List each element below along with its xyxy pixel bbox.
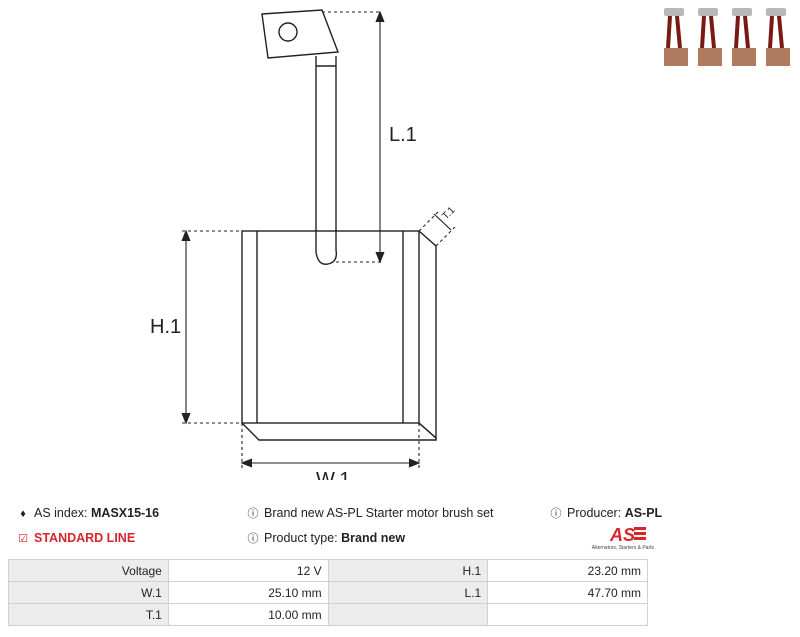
- spec-value: 12 V: [167, 559, 329, 582]
- dim-label-t1: T.1: [440, 205, 458, 223]
- brush-body: [241, 230, 420, 424]
- spec-label: W.1: [8, 581, 169, 604]
- terminal-tab: [261, 9, 339, 59]
- as-index-row: ♦AS index: MASX15-16: [16, 505, 159, 522]
- product-description: Brand new AS-PL Starter motor brush set: [264, 506, 494, 520]
- product-type-value: Brand new: [341, 531, 406, 545]
- line-row: ☑ STANDARD LINE: [16, 530, 135, 547]
- technical-drawing: L.1 H.1 W.1 T.1: [150, 9, 458, 480]
- dim-label-l1: L.1: [389, 124, 417, 146]
- description-row: ⓘ Brand new AS-PL Starter motor brush set: [246, 505, 494, 522]
- dim-label-w1: W.1: [316, 469, 350, 480]
- spec-value: 47.70 mm: [487, 581, 648, 604]
- spec-table: Voltage 12 V H.1 23.20 mm W.1 25.10 mm L…: [8, 559, 648, 626]
- spec-label: L.1: [327, 581, 489, 604]
- product-thumbnail[interactable]: [660, 4, 798, 68]
- info-circle-icon: ⓘ: [247, 508, 259, 520]
- dim-label-h1: H.1: [150, 316, 181, 338]
- producer-value: AS-PL: [624, 506, 663, 520]
- brush-side-face: [418, 230, 437, 440]
- line-label: STANDARD LINE: [34, 531, 136, 545]
- logo-subtitle: Alternators, Starters & Parts: [591, 545, 654, 551]
- spec-label: [327, 603, 489, 626]
- table-row: T.1 10.00 mm: [8, 603, 648, 626]
- spec-value: 10.00 mm: [167, 603, 329, 626]
- as-pl-logo: AS: [609, 525, 646, 545]
- table-row: Voltage 12 V H.1 23.20 mm: [8, 559, 648, 582]
- lead-wire: [315, 56, 338, 265]
- info-circle-icon: ⓘ: [550, 508, 562, 520]
- spec-label: Voltage: [8, 559, 169, 582]
- terminal-hole: [278, 22, 298, 42]
- info-circle-icon: ⓘ: [247, 533, 259, 545]
- spec-label: H.1: [327, 559, 489, 582]
- tag-icon: ♦: [20, 508, 26, 520]
- svg-text:AS: AS: [609, 525, 635, 545]
- table-row: W.1 25.10 mm L.1 47.70 mm: [8, 581, 648, 604]
- spec-value: 25.10 mm: [167, 581, 329, 604]
- spec-value: [487, 603, 648, 626]
- spec-label: T.1: [8, 603, 169, 626]
- check-square-icon: ☑: [18, 533, 28, 545]
- spec-value: 23.20 mm: [487, 559, 648, 582]
- brush-bottom-face: [241, 422, 437, 441]
- as-index-value: MASX15-16: [91, 506, 160, 520]
